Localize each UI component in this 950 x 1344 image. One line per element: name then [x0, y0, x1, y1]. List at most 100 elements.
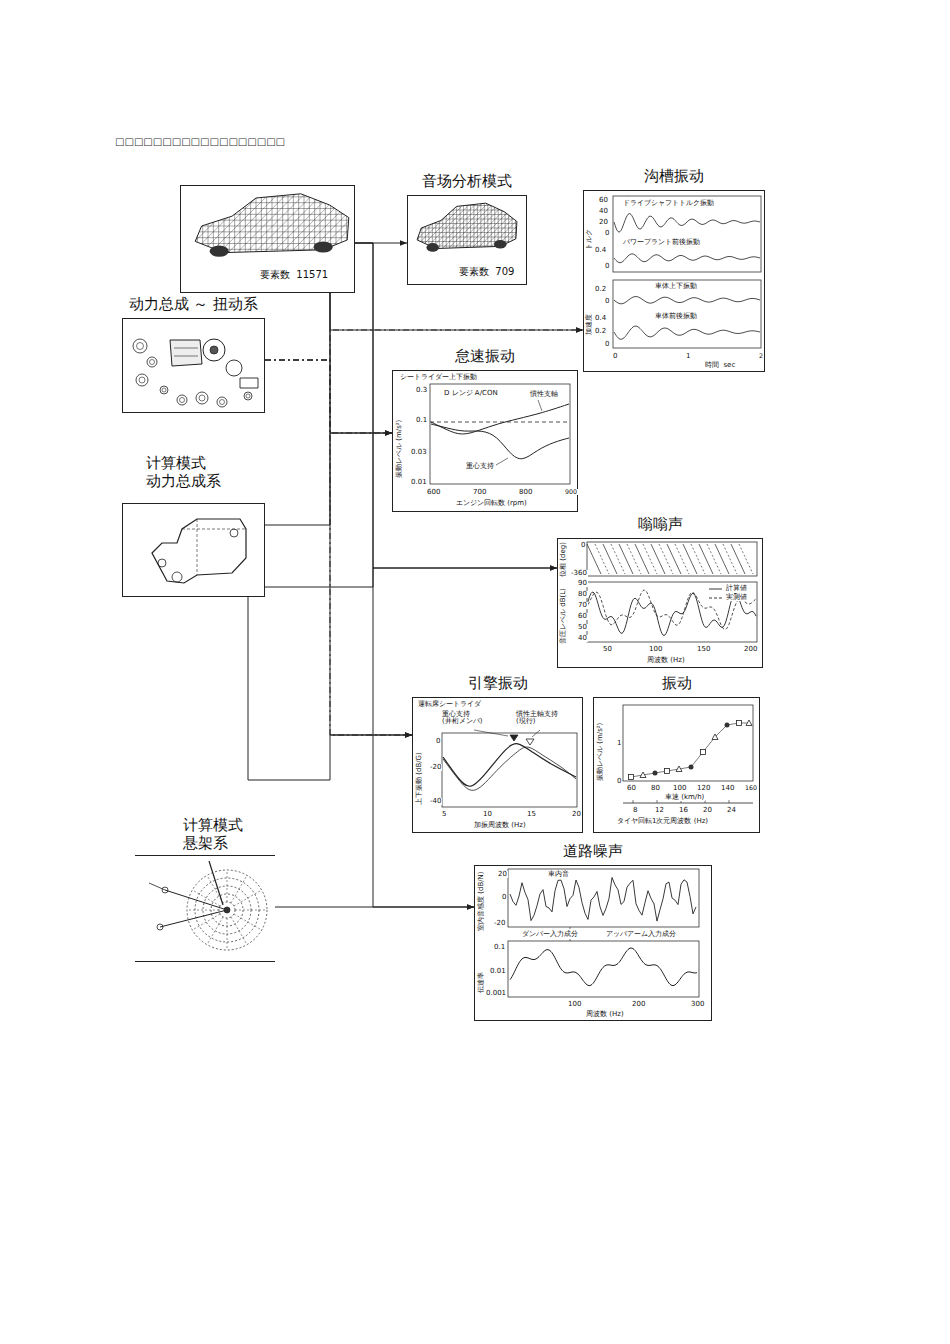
connector	[248, 597, 412, 780]
node-heading: 振动	[662, 676, 692, 691]
connector	[265, 360, 392, 433]
chart-label: 0.1	[415, 417, 428, 424]
chart-label: 0	[501, 894, 507, 901]
plot-frame	[508, 869, 699, 927]
ring-part	[136, 374, 148, 386]
chart-label: 120	[696, 785, 711, 792]
square-marker	[629, 775, 634, 780]
ring-part	[220, 400, 225, 405]
mesh-line	[184, 191, 254, 261]
chart-label: 20	[497, 871, 508, 878]
ring-part	[162, 388, 166, 392]
suspension-arm	[165, 890, 227, 910]
mount-point	[172, 572, 182, 582]
ring-part	[139, 377, 145, 383]
legend-text: 計算値	[725, 585, 748, 592]
node-heading: 计算模式 动力总成系	[146, 454, 230, 490]
chart-label: 90	[577, 580, 588, 587]
fe-model-box: 要素数 11571	[180, 185, 355, 293]
phase-line	[699, 544, 713, 574]
ring-part	[150, 360, 155, 365]
plot-frame	[613, 280, 761, 348]
chart-box: 引擎振动運転席シートライダ重心支持 (井桁メンバ)慣性主軸支持 (現行)0-20…	[412, 697, 583, 833]
mesh-line	[192, 191, 193, 261]
chart-label: 2	[758, 353, 764, 359]
car-outline	[195, 194, 349, 253]
tire-ring	[187, 870, 267, 950]
ring-part	[244, 392, 252, 400]
chart-label: ドライブシャフトトルク振動	[622, 200, 715, 207]
node-heading: 道路噪声	[563, 844, 623, 859]
connector	[265, 433, 392, 525]
connector	[275, 907, 474, 908]
trend-line	[631, 723, 749, 777]
connector	[265, 330, 583, 360]
chart-label: 車体前後振動	[654, 313, 698, 320]
mesh-line	[396, 201, 450, 255]
leader-line	[496, 458, 508, 465]
axis-title: 音圧レベル dB(L)	[560, 587, 567, 645]
signal-curve	[614, 297, 760, 304]
triangle-marker	[746, 720, 752, 726]
chart-label: 800	[518, 489, 533, 496]
plot-frame	[430, 384, 570, 484]
axis-title: 位相 (deg)	[560, 541, 567, 578]
engine-block	[170, 340, 202, 366]
chart-box: 振动016080100120140160車速 (km/h)812162024タイ…	[593, 697, 760, 833]
car-outline	[417, 203, 517, 248]
tire-spoke	[234, 890, 262, 906]
connector	[330, 293, 583, 330]
axis-tick	[657, 800, 658, 803]
chart-label: 40	[577, 635, 588, 642]
ring-part	[199, 395, 205, 401]
bushing	[157, 924, 163, 930]
chart-label: 80	[650, 785, 661, 792]
chart-label: シートライダー上下振動	[399, 374, 478, 381]
mesh-line	[373, 201, 427, 255]
mesh-line	[309, 191, 379, 261]
phase-line	[675, 544, 689, 574]
chart-label: 車速 (km/h)	[664, 794, 705, 801]
chart-label: 100	[567, 1001, 582, 1008]
mesh-line	[131, 191, 201, 261]
axis-title: 加速度	[586, 313, 593, 336]
leader-line	[532, 730, 540, 737]
phase-line	[715, 544, 729, 574]
mesh-line	[122, 191, 192, 261]
car-wheel	[210, 246, 229, 257]
axis-title: トルク	[586, 228, 593, 251]
node-heading: 音场分析模式	[422, 174, 512, 189]
chart-label: 0.1	[493, 944, 506, 951]
car-wheel	[426, 243, 438, 252]
chart-label: 70	[577, 602, 588, 609]
mount-point	[158, 559, 166, 567]
tire-spoke	[231, 917, 247, 945]
engine-detail	[174, 348, 198, 349]
mesh-line	[192, 231, 352, 232]
chart-label: 150	[696, 646, 711, 653]
ring-part	[196, 392, 208, 404]
mesh-line	[415, 201, 416, 255]
mesh-line	[192, 220, 352, 221]
chart-label: 加振周波数 (Hz)	[473, 822, 527, 829]
mesh-line	[415, 232, 519, 233]
connector	[355, 243, 557, 568]
page-title: □□□□□□□□□□□□□□□□□□	[115, 136, 285, 147]
mesh-line	[419, 201, 473, 255]
mesh-line	[517, 201, 571, 255]
mesh-line	[378, 201, 432, 255]
transfer-curve	[510, 948, 697, 986]
chart-label: 200	[631, 1001, 646, 1008]
chart-box: 道路噪声車内音200-20ダンパー入力成分アッパアーム入力成分0.10.010.…	[474, 865, 712, 1021]
chart-label: 時間 sec	[704, 362, 736, 369]
tire-spoke	[234, 914, 262, 930]
car-mesh	[361, 201, 571, 255]
triangle-marker	[712, 734, 718, 740]
engine-outline	[152, 519, 246, 583]
mesh-line	[335, 191, 405, 261]
tire-spoke	[192, 914, 220, 930]
plot-frame	[623, 705, 753, 781]
chart-label: 0	[435, 738, 441, 745]
model-box: 动力总成 ～ 扭动系	[122, 318, 265, 413]
